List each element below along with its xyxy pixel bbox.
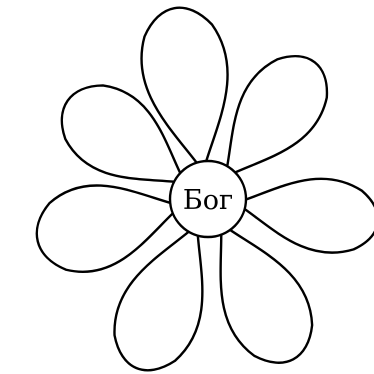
center-label: Бог: [183, 185, 233, 216]
